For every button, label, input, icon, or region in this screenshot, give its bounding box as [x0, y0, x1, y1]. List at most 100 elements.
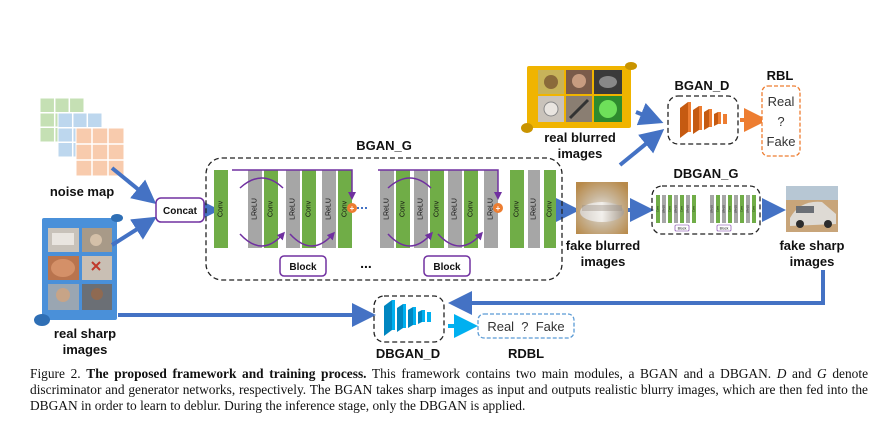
- svg-text:Conv: Conv: [514, 200, 521, 217]
- svg-text:LReLU: LReLU: [488, 198, 495, 220]
- bgan-g-layer-7: LReLU: [380, 170, 394, 248]
- bgan-g-layer-0: Conv: [214, 170, 228, 248]
- dbgan-g-title: DBGAN_G: [673, 166, 738, 181]
- fake-blurred-label-line1: fake blurred: [566, 238, 640, 253]
- fake-sharp-image: [786, 186, 838, 232]
- svg-text:LReLU: LReLU: [674, 205, 678, 213]
- svg-text:+: +: [350, 204, 355, 213]
- bgan-g-layer-9: LReLU: [414, 170, 428, 248]
- svg-text:LReLU: LReLU: [686, 205, 690, 213]
- svg-text:Conv: Conv: [218, 200, 225, 217]
- dbgan-g-layer-14: Conv: [752, 195, 756, 223]
- dbgan-g-layer-6: Conv: [692, 195, 696, 223]
- dbgan-g-layer-2: Conv: [668, 195, 672, 223]
- svg-text:Conv: Conv: [468, 200, 475, 217]
- svg-text:+: +: [496, 204, 501, 213]
- block-ellipsis: ...: [360, 255, 372, 271]
- svg-text:Conv: Conv: [306, 200, 313, 217]
- fake-blurred-label-line2: images: [581, 254, 626, 269]
- svg-text:LReLU: LReLU: [710, 205, 714, 213]
- bgan-g-plus-nodes: + +: [347, 203, 503, 213]
- block-box-2: [423, 255, 471, 277]
- dbgan-g-layer-4: Conv: [680, 195, 684, 223]
- svg-text:Conv: Conv: [716, 205, 720, 212]
- svg-text:Conv: Conv: [342, 200, 349, 217]
- caption-g-symbol: G: [817, 366, 827, 381]
- fake-sharp-label-line1: fake sharp: [779, 238, 844, 253]
- svg-text:Conv: Conv: [680, 205, 684, 212]
- dbgan-block-box-1: [674, 224, 690, 232]
- bgan-g-layer-1: LReLU: [248, 170, 262, 248]
- figure-caption: Figure 2. The proposed framework and tra…: [30, 366, 869, 414]
- dbgan-d-container: [373, 295, 445, 343]
- caption-figure-number: Figure 2.: [30, 366, 87, 381]
- dbgan-g-layer-8: Conv: [716, 195, 720, 223]
- caption-d-symbol: D: [776, 366, 787, 381]
- svg-text:Conv: Conv: [547, 200, 554, 217]
- rdbl-title: RDBL: [508, 346, 544, 361]
- dbgan-d-title: DBGAN_D: [376, 346, 440, 361]
- dbgan-g-layer-10: Conv: [728, 195, 732, 223]
- bgan-g-skip-connections: [232, 169, 502, 247]
- svg-text:LReLU: LReLU: [418, 198, 425, 220]
- dbgan-g-container: [651, 185, 761, 235]
- dbgan-g-layer-13: LReLU: [746, 195, 750, 223]
- rbl-title: RBL: [767, 68, 794, 83]
- noise-to-concat-arrow: [110, 166, 157, 205]
- bgan-g-layer-12: Conv: [464, 170, 478, 248]
- bgan-g-layer-14: Conv: [510, 170, 524, 248]
- svg-text:LReLU: LReLU: [452, 198, 459, 220]
- svg-text:LReLU: LReLU: [662, 205, 666, 213]
- bgan-g-title: BGAN_G: [356, 138, 412, 153]
- real-blurred-label-line1: real blurred: [544, 130, 616, 145]
- rbl-box: [761, 85, 801, 157]
- svg-text:LReLU: LReLU: [746, 205, 750, 213]
- bgan-g-container: [205, 157, 563, 281]
- dbgan-block-box-2: [716, 224, 732, 232]
- svg-text:LReLU: LReLU: [252, 198, 259, 220]
- concat-label: Concat: [163, 206, 198, 217]
- bgan-g-layer-4: Conv: [302, 170, 316, 248]
- svg-text:Conv: Conv: [728, 205, 732, 212]
- block-label-1: Block: [289, 262, 317, 273]
- bgan-d-network-icon: [680, 102, 727, 138]
- real-sharp-label-line2: images: [63, 342, 108, 357]
- fake-sharp-to-dbgan-d-arrow: [448, 270, 825, 315]
- svg-text:Conv: Conv: [692, 205, 696, 212]
- svg-text:Conv: Conv: [434, 200, 441, 217]
- rbl-fake: Fake: [767, 134, 796, 149]
- real-blurred-label-line2: images: [558, 146, 603, 161]
- bgan-g-layer-10: Conv: [430, 170, 444, 248]
- rdbl-box: [477, 313, 575, 339]
- svg-text:Conv: Conv: [268, 200, 275, 217]
- dbgan-g-layer-9: LReLU: [722, 195, 726, 223]
- svg-text:LReLU: LReLU: [290, 198, 297, 220]
- real-sharp-scroll-icon: [34, 214, 123, 326]
- rbl-question: ?: [777, 114, 784, 129]
- dbgan-g-layer-12: Conv: [740, 195, 744, 223]
- svg-text:Block: Block: [678, 227, 687, 231]
- bgan-g-layer-2: Conv: [264, 170, 278, 248]
- bgan-g-layer-6: Conv: [338, 170, 352, 248]
- rdbl-text: Real ? Fake: [487, 319, 564, 334]
- dbgan-g-layer-3: LReLU: [674, 195, 678, 223]
- concat-box: [155, 197, 205, 223]
- dbgan-g-layer-1: LReLU: [662, 195, 666, 223]
- dbgan-g-layer-7: LReLU: [710, 195, 714, 223]
- noise-map-label: noise map: [50, 184, 114, 199]
- svg-text:Conv: Conv: [668, 205, 672, 212]
- svg-text:LReLU: LReLU: [384, 198, 391, 220]
- bgan-d-container: [667, 95, 739, 145]
- bgan-g-layer-3: LReLU: [286, 170, 300, 248]
- fake-blurred-to-bgan-d-arrow: [618, 128, 665, 167]
- svg-text:Conv: Conv: [400, 200, 407, 217]
- bgan-g-layer-8: Conv: [396, 170, 410, 248]
- sharp-to-concat-arrow: [110, 216, 157, 247]
- dbgan-g-layer-0: Conv: [656, 195, 660, 223]
- bgan-g-layer-5: LReLU: [322, 170, 336, 248]
- bgan-g-layer-13: LReLU: [484, 170, 498, 248]
- fake-sharp-label-line2: images: [790, 254, 835, 269]
- dbgan-g-layer-11: LReLU: [734, 195, 738, 223]
- svg-text:Conv: Conv: [740, 205, 744, 212]
